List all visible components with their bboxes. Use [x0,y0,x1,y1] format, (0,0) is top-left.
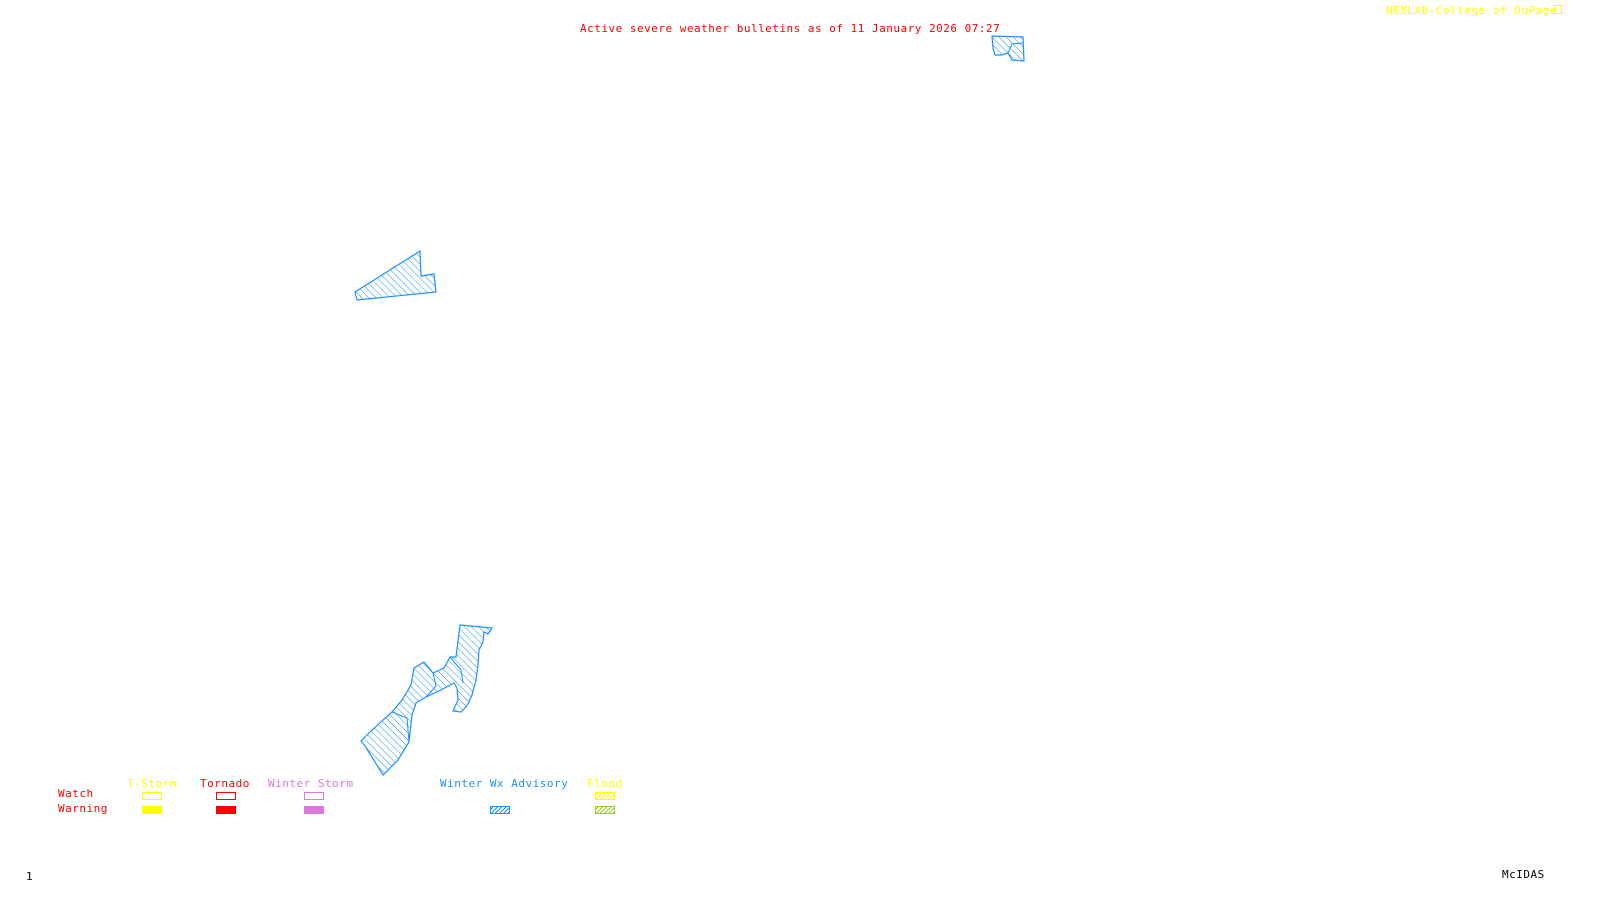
advisory-boundary-line [391,711,410,743]
legend-tstorm-watch-swatch [142,792,162,800]
legend-tornado-watch-swatch [216,792,236,800]
legend-flood-warning-swatch [595,806,615,814]
legend-winter-advisory-swatch [490,806,510,814]
legend-flood-label: Flood [587,777,623,790]
map-title: Active severe weather bulletins as of 11… [580,22,1001,35]
legend-tstorm-label: T-Storm [127,777,177,790]
advisory-boundary-line [1007,42,1024,54]
legend-watch-label: Watch [58,787,94,800]
credit-label: NEXLAB-College of DuPage [1386,4,1557,17]
legend-tstorm-warning-swatch [142,806,162,814]
legend-tornado-label: Tornado [200,777,250,790]
frame-number: 1 [26,870,34,883]
nexlab-logo-icon [1554,5,1562,14]
legend-winter-storm-warning-swatch [304,806,324,814]
legend-winter-storm-watch-swatch [304,792,324,800]
advisory-area-central[interactable] [354,249,437,301]
software-label: McIDAS [1502,868,1545,881]
advisory-boundary-line [425,672,437,698]
advisory-area-south[interactable] [360,624,494,776]
legend-tornado-warning-swatch [216,806,236,814]
advisory-boundary-line [449,656,464,684]
legend-warning-label: Warning [58,802,108,815]
advisory-area-northeast[interactable] [991,35,1025,62]
legend-flood-watch-swatch [595,792,615,800]
legend-winter-advisory-label: Winter Wx Advisory [440,777,569,790]
legend-winter-storm-label: Winter Storm [268,777,354,790]
